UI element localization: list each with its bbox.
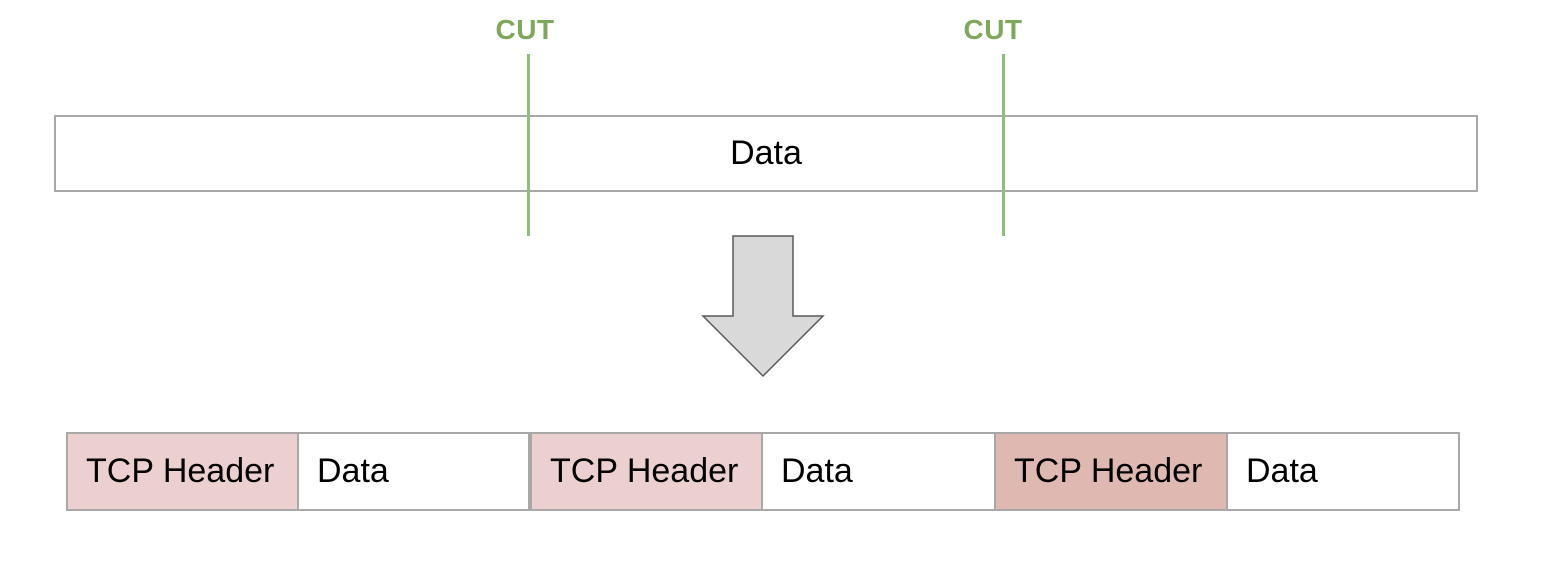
segment-data-3: Data <box>1226 432 1460 511</box>
segment-data-1: Data <box>297 432 530 511</box>
tcp-header-1: TCP Header <box>66 432 299 511</box>
tcp-header-2: TCP Header <box>530 432 763 511</box>
original-data-label: Data <box>730 134 802 172</box>
segment-data-label: Data <box>1246 452 1318 490</box>
down-arrow-icon <box>701 235 825 378</box>
tcp-header-label: TCP Header <box>550 452 739 490</box>
tcp-header-label: TCP Header <box>86 452 275 490</box>
cut-line-2 <box>1002 54 1005 236</box>
tcp-header-label: TCP Header <box>1014 452 1203 490</box>
cut-line-1 <box>527 54 530 236</box>
segment-data-2: Data <box>761 432 996 511</box>
tcp-header-3: TCP Header <box>994 432 1228 511</box>
cut-label-1: CUT <box>495 14 555 45</box>
cut-label-2: CUT <box>963 14 1023 45</box>
segment-data-label: Data <box>781 452 853 490</box>
segment-data-label: Data <box>317 452 389 490</box>
original-data-block: Data <box>54 115 1478 192</box>
